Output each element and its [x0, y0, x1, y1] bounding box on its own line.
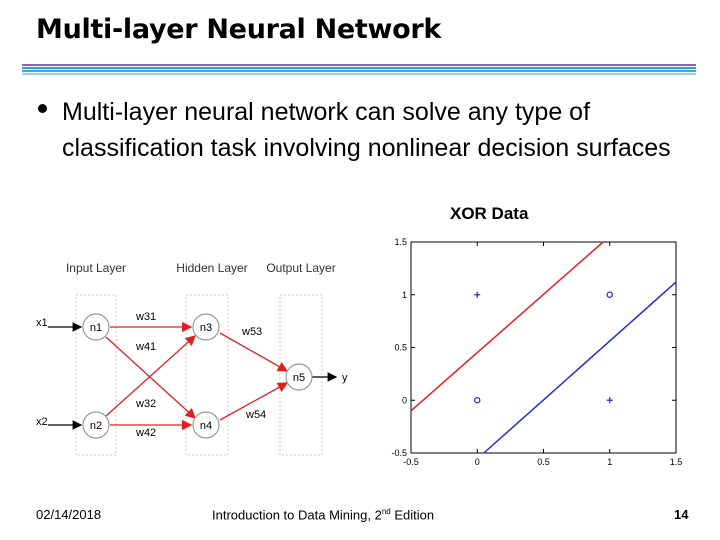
- data-point-circle: [606, 291, 614, 298]
- input-label-x1: x1: [36, 317, 48, 329]
- plot-area: [410, 241, 677, 454]
- layer-label-hidden: Hidden Layer: [176, 261, 247, 275]
- edge-n2-n3: [105, 335, 196, 417]
- data-point-plus: [474, 291, 481, 298]
- node-label-n4: n4: [200, 420, 212, 432]
- node-label-n1: n1: [90, 322, 102, 334]
- node-n2: [82, 411, 110, 439]
- chart-title: XOR Data: [450, 204, 529, 223]
- hidden-layer-box: [185, 294, 229, 456]
- input-layer-box: [75, 294, 117, 456]
- decision-boundary-line: [483, 281, 677, 454]
- weight-label-w41: w41: [135, 341, 156, 353]
- node-label-n2: n2: [90, 420, 102, 432]
- input-label-x2: x2: [36, 416, 48, 428]
- title-underline-stripe: [22, 73, 696, 75]
- x-tick-label: -0.5: [403, 457, 419, 467]
- decision-boundary-line: [410, 241, 604, 412]
- weight-label-w31: w31: [135, 311, 156, 323]
- edge-n1-n4: [105, 336, 196, 419]
- x-tick-label: 0: [475, 457, 480, 467]
- bullet-text: Multi-layer neural network can solve any…: [62, 98, 671, 162]
- footer-date: 02/14/2018: [36, 507, 102, 522]
- footer-book-text: Introduction to Data Mining, 2: [212, 507, 382, 523]
- bullet-icon: [38, 104, 47, 113]
- edge-n4-n5: [219, 382, 289, 421]
- data-point-plus: [606, 397, 613, 404]
- data-point-circle: [473, 396, 481, 404]
- x-tick-label: 0.5: [537, 457, 550, 467]
- output-label-y: y: [342, 372, 348, 384]
- title-underline-stripe: [22, 70, 696, 72]
- output-layer-box: [279, 294, 323, 456]
- footer-edition-text: Edition: [390, 507, 435, 523]
- weight-label-w54: w54: [245, 409, 266, 421]
- weight-label-w32: w32: [135, 398, 156, 410]
- x-tick-label: 1: [607, 457, 612, 467]
- footer-book-title: Introduction to Data Mining, 2nd Edition: [212, 507, 434, 522]
- slide-title: Multi-layer Neural Network: [36, 14, 442, 45]
- x-tick-label: 1.5: [670, 457, 683, 467]
- title-underline-stripe: [22, 67, 696, 69]
- layer-label-output: Output Layer: [266, 261, 335, 275]
- node-n1: [82, 313, 110, 341]
- weight-label-w42: w42: [135, 427, 156, 439]
- weight-label-w53: w53: [241, 326, 262, 338]
- layer-label-input: Input Layer: [66, 261, 126, 275]
- y-tick-label: 1: [402, 290, 407, 300]
- footer-edition-superscript: nd: [381, 507, 391, 516]
- y-tick-label: 0.5: [394, 343, 407, 353]
- y-tick-label: -0.5: [391, 448, 407, 458]
- title-underline-stripe: [22, 64, 696, 66]
- node-n4: [192, 411, 220, 439]
- y-tick-label: 0: [402, 395, 407, 405]
- node-label-n5: n5: [293, 372, 305, 384]
- node-label-n3: n3: [200, 322, 212, 334]
- y-tick-label: 1.5: [394, 237, 407, 247]
- edge-n3-n5: [219, 332, 289, 372]
- node-n5: [285, 363, 313, 391]
- page-number: 14: [674, 507, 689, 522]
- node-n3: [192, 313, 220, 341]
